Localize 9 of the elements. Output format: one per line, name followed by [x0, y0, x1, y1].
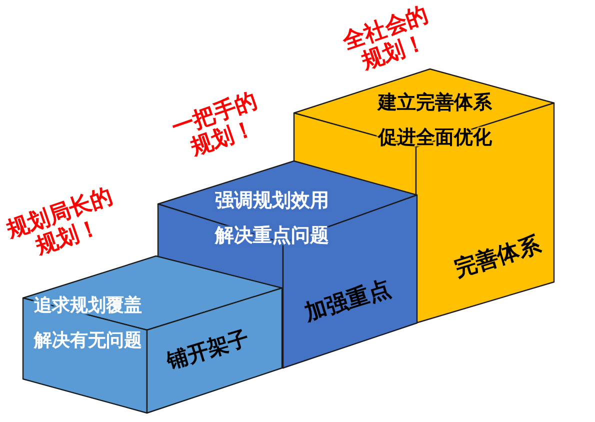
- step-caption: 全社会的规划！: [339, 2, 432, 76]
- step-caption: 规划局长的规划！: [2, 184, 117, 262]
- block-text: 强调规划效用: [215, 190, 329, 212]
- block-label: 铺开架子: [164, 326, 252, 374]
- block-label: 加强重点: [302, 278, 394, 326]
- block-text: 解决有无问题: [34, 331, 142, 351]
- step-caption: 一把手的规划！: [168, 88, 262, 162]
- block-text: 建立完善体系: [378, 92, 492, 114]
- block-label: 完善体系: [452, 234, 544, 282]
